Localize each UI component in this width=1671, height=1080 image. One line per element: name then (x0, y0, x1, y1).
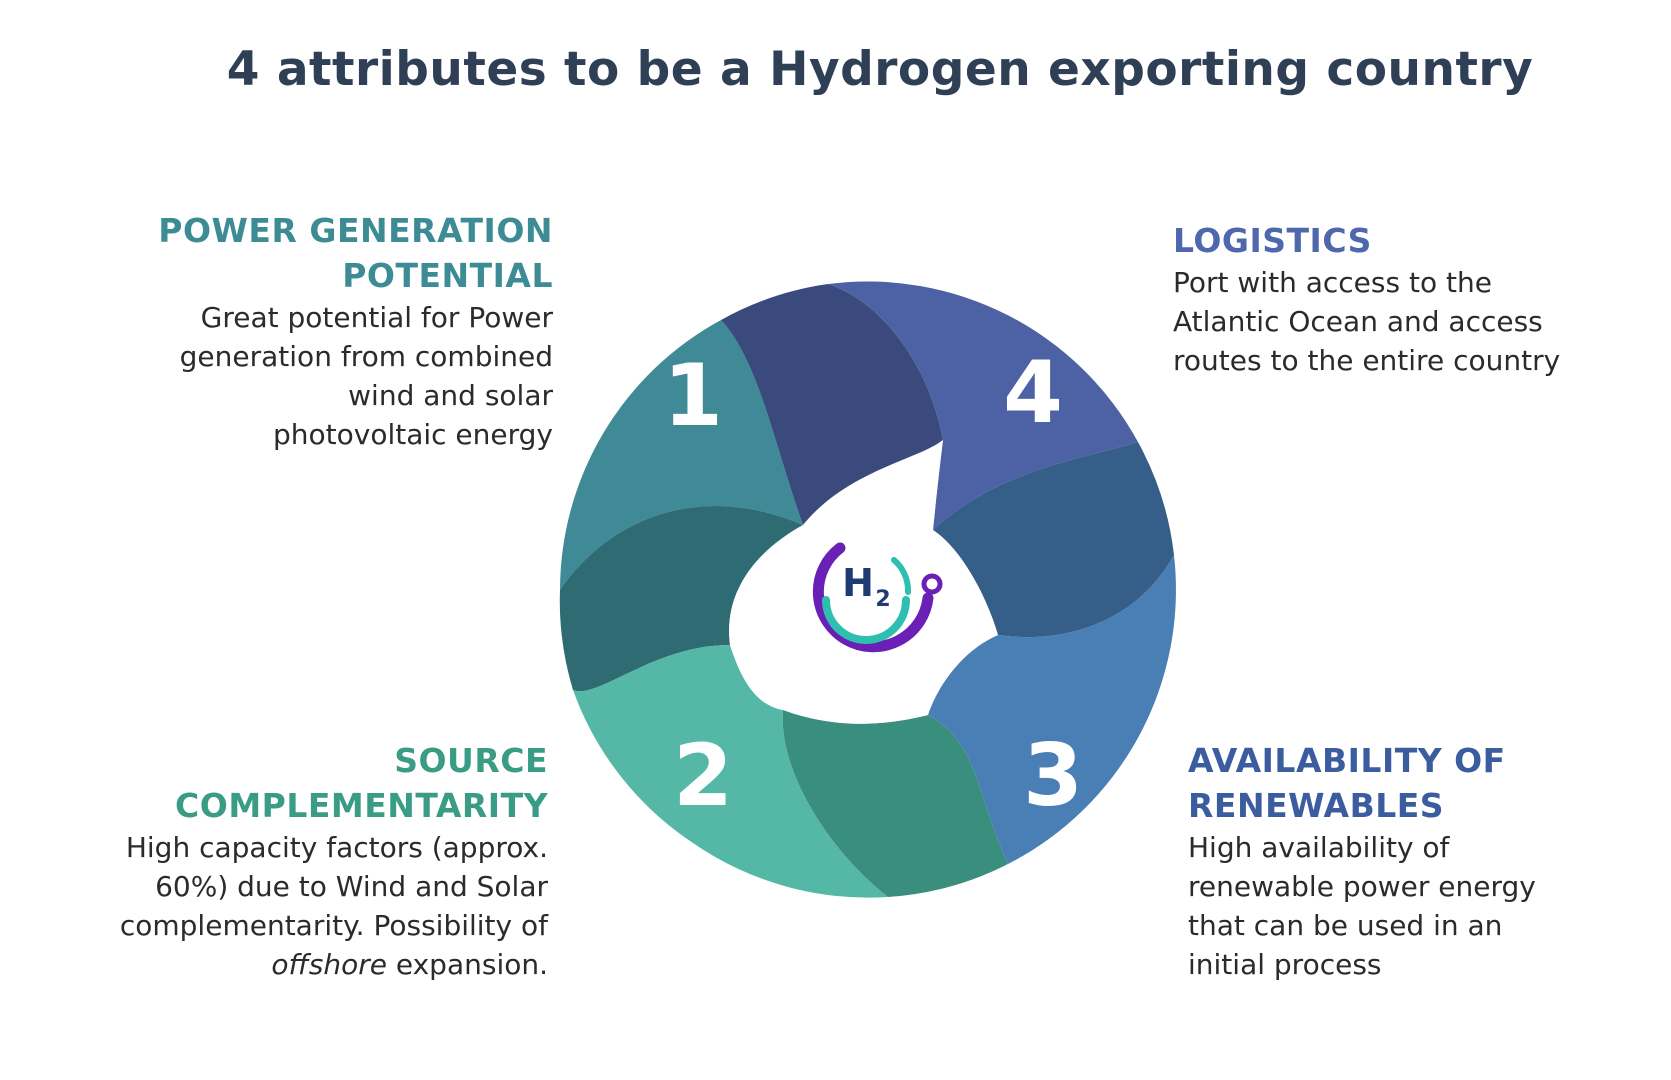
segment-2-light (573, 645, 888, 898)
attribute-1-heading-line2: POTENTIAL (342, 256, 553, 295)
attribute-1-body-line: generation from combined (179, 340, 553, 373)
attribute-1-body-line: photovoltaic energy (272, 418, 553, 451)
attribute-2-italic-word: offshore (271, 948, 387, 981)
attribute-power-generation: POWER GENERATION POTENTIAL Great potenti… (80, 208, 553, 454)
attribute-2-body-line: complementarity. Possibility of (119, 909, 548, 942)
segment-3-dark (933, 442, 1174, 638)
attribute-3-heading-line2: RENEWABLES (1188, 786, 1445, 825)
attribute-3-body-line: that can be used in an (1188, 909, 1503, 942)
attribute-1-heading-line1: POWER GENERATION (158, 211, 553, 250)
attribute-2-body-last-rest: expansion. (386, 948, 548, 981)
segment-4-dark (721, 284, 943, 525)
attribute-4-heading: LOGISTICS (1173, 221, 1372, 260)
segment-3-number: 3 (1023, 726, 1083, 826)
attribute-logistics: LOGISTICS Port with access to the Atlant… (1173, 218, 1653, 380)
segment-1 (559, 320, 803, 692)
attribute-2-body-line: High capacity factors (approx. (125, 831, 548, 864)
segment-3 (928, 442, 1176, 864)
attribute-2-heading-line1: SOURCE (394, 741, 548, 780)
segment-2-number: 2 (673, 726, 733, 826)
segment-1-light (560, 320, 803, 590)
attribute-1-body-line: Great potential for Power (200, 301, 553, 334)
segment-2 (573, 645, 1008, 898)
attribute-4-body-line: routes to the entire country (1173, 344, 1561, 377)
hydrogen-logo: H 2 (812, 542, 943, 653)
logo-h: H (842, 561, 874, 605)
attribute-1-body-line: wind and solar (348, 379, 553, 412)
attribute-3-body-line: renewable power energy (1188, 870, 1536, 903)
center-hole (729, 440, 999, 724)
segment-1-number: 1 (663, 346, 723, 446)
segment-4-light (828, 281, 1138, 530)
attribute-3-body-line: High availability of (1188, 831, 1450, 864)
attribute-3-body-line: initial process (1188, 948, 1382, 981)
attribute-source-complementarity: SOURCE COMPLEMENTARITY High capacity fac… (30, 738, 548, 984)
attribute-availability-renewables: AVAILABILITY OF RENEWABLES High availabi… (1188, 738, 1648, 984)
segment-4-number: 4 (1003, 343, 1063, 443)
attribute-4-body-line: Atlantic Ocean and access (1173, 305, 1543, 338)
segment-2-dark (782, 710, 1008, 897)
segment-4 (721, 281, 1138, 530)
attribute-2-heading-line2: COMPLEMENTARITY (175, 786, 548, 825)
attribute-2-body-line: 60%) due to Wind and Solar (155, 870, 548, 903)
attribute-3-heading-line1: AVAILABILITY OF (1188, 741, 1506, 780)
segment-1-dark (559, 505, 803, 692)
attribute-4-body-line: Port with access to the (1173, 266, 1492, 299)
page-title: 4 attributes to be a Hydrogen exporting … (226, 42, 1534, 97)
attribute-2-body-last-line: offshore expansion. (30, 945, 548, 984)
logo-subscript: 2 (875, 587, 890, 612)
segment-3-light (928, 555, 1176, 864)
